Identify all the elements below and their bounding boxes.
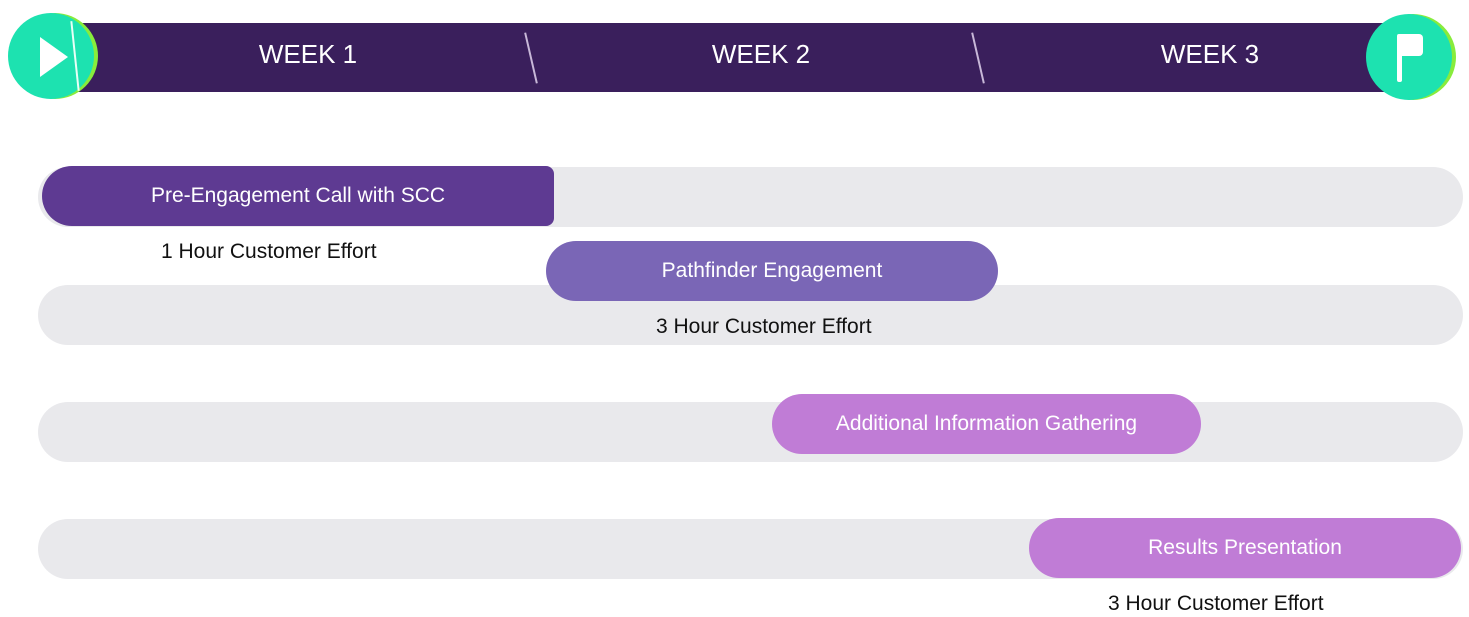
timeline-header: WEEK 1 WEEK 2 WEEK 3	[72, 23, 1398, 92]
phase-pre-engagement-call: Pre-Engagement Call with SCC	[42, 166, 554, 226]
effort-label: 3 Hour Customer Effort	[656, 315, 872, 338]
start-marker	[8, 13, 94, 99]
week-divider	[524, 32, 538, 84]
phase-pathfinder-engagement: Pathfinder Engagement	[546, 241, 998, 301]
effort-label: 1 Hour Customer Effort	[161, 240, 377, 263]
phase-additional-information-gathering: Additional Information Gathering	[772, 394, 1201, 454]
week-1-label: WEEK 1	[258, 39, 358, 69]
phase-results-presentation: Results Presentation	[1029, 518, 1461, 578]
week-divider	[971, 32, 985, 84]
week-3-label: WEEK 3	[1160, 39, 1260, 69]
end-marker	[1366, 14, 1452, 100]
phase-track	[38, 402, 1463, 462]
week-2-label: WEEK 2	[711, 39, 811, 69]
effort-label: 3 Hour Customer Effort	[1108, 592, 1324, 615]
